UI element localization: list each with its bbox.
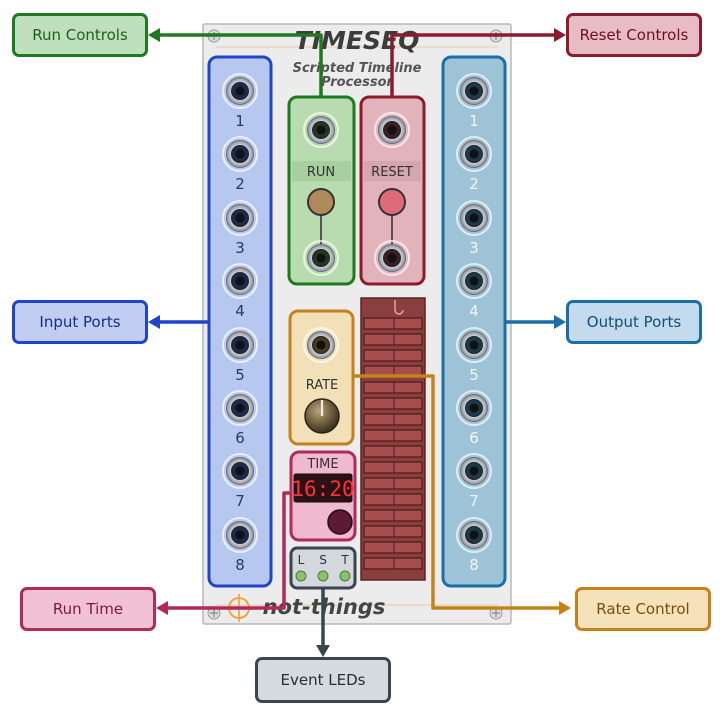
output-ports-callout: Output Ports (566, 300, 702, 344)
led-l (295, 570, 307, 582)
timeline-segment (363, 525, 423, 538)
run-time-callout: Run Time (20, 587, 156, 631)
input-jack-7[interactable] (222, 453, 258, 489)
input-port-number: 3 (235, 239, 245, 257)
run-controls-callout: Run Controls (12, 13, 148, 57)
run-trigger-input-jack[interactable] (303, 112, 339, 148)
time-reset-button[interactable] (327, 509, 353, 535)
input-port-number: 6 (235, 429, 245, 447)
input-jack-5[interactable] (222, 327, 258, 363)
reset-button[interactable] (378, 188, 406, 216)
output-port-number: 6 (469, 429, 479, 447)
input-ports-callout: Input Ports (12, 300, 148, 344)
input-jack-2[interactable] (222, 136, 258, 172)
timeline-segment (363, 477, 423, 490)
output-port-number: 4 (469, 302, 479, 320)
timeline-segment (363, 349, 423, 362)
input-jack-6[interactable] (222, 390, 258, 426)
timeline-segment (363, 333, 423, 346)
event-leds-callout: Event LEDs (255, 657, 391, 703)
reset-trigger-input-jack[interactable] (374, 112, 410, 148)
output-jack-3[interactable] (456, 200, 492, 236)
input-port-number: 4 (235, 302, 245, 320)
led-label-s: S (319, 553, 327, 567)
output-port-number: 8 (469, 556, 479, 574)
input-port-number: 7 (235, 492, 245, 510)
timeline-segment (363, 413, 423, 426)
timeline-segment (363, 461, 423, 474)
timeline-segment (363, 557, 423, 570)
hook-icon (394, 300, 404, 315)
output-jack-4[interactable] (456, 263, 492, 299)
module-subtitle-2: Processor (321, 75, 394, 90)
reset-gate-output-jack[interactable] (374, 240, 410, 276)
output-jack-6[interactable] (456, 390, 492, 426)
reset-controls-arrow (390, 33, 562, 97)
reset-label: RESET (371, 165, 413, 180)
rate-label: RATE (306, 378, 339, 393)
timeline-segment (363, 509, 423, 522)
led-label-l: L (298, 553, 305, 567)
output-jack-8[interactable] (456, 517, 492, 553)
time-display-value: 16:20 (291, 477, 354, 501)
input-port-number: 2 (235, 175, 245, 193)
input-jack-8[interactable] (222, 517, 258, 553)
output-port-number: 1 (469, 112, 479, 130)
time-display-screen (293, 473, 353, 503)
output-jack-5[interactable] (456, 327, 492, 363)
timeline-segment (363, 541, 423, 554)
rate-control-callout: Rate Control (575, 587, 711, 631)
reset-controls-callout: Reset Controls (566, 13, 702, 57)
input-jack-3[interactable] (222, 200, 258, 236)
output-port-number: 3 (469, 239, 479, 257)
timeline-segment (363, 381, 423, 394)
input-port-number: 5 (235, 366, 245, 384)
input-jack-1[interactable] (222, 73, 258, 109)
output-jack-2[interactable] (456, 136, 492, 172)
timeline-segment (363, 429, 423, 442)
run-gate-output-jack[interactable] (303, 240, 339, 276)
output-port-number: 2 (469, 175, 479, 193)
output-port-number: 5 (469, 366, 479, 384)
rate-control-arrow (353, 374, 567, 610)
module-subtitle-1: Scripted Timeline (293, 61, 422, 76)
input-port-number: 1 (235, 112, 245, 130)
module-title: TIMESEQ (295, 26, 420, 55)
output-jack-7[interactable] (456, 453, 492, 489)
run-controls-arrow (152, 33, 323, 97)
led-t (339, 570, 351, 582)
rate-input-jack[interactable] (303, 327, 339, 363)
timeline-segment (363, 493, 423, 506)
input-jack-4[interactable] (222, 263, 258, 299)
led-s (317, 570, 329, 582)
timeline-segment (363, 317, 423, 330)
input-port-number: 8 (235, 556, 245, 574)
timeline-segment (363, 397, 423, 410)
timeline-segment (363, 445, 423, 458)
run-label: RUN (307, 165, 335, 180)
run-time-arrow (160, 491, 291, 610)
time-label: TIME (306, 457, 338, 472)
output-jack-1[interactable] (456, 73, 492, 109)
led-label-t: T (340, 553, 349, 567)
output-port-number: 7 (469, 492, 479, 510)
run-button[interactable] (307, 188, 335, 216)
